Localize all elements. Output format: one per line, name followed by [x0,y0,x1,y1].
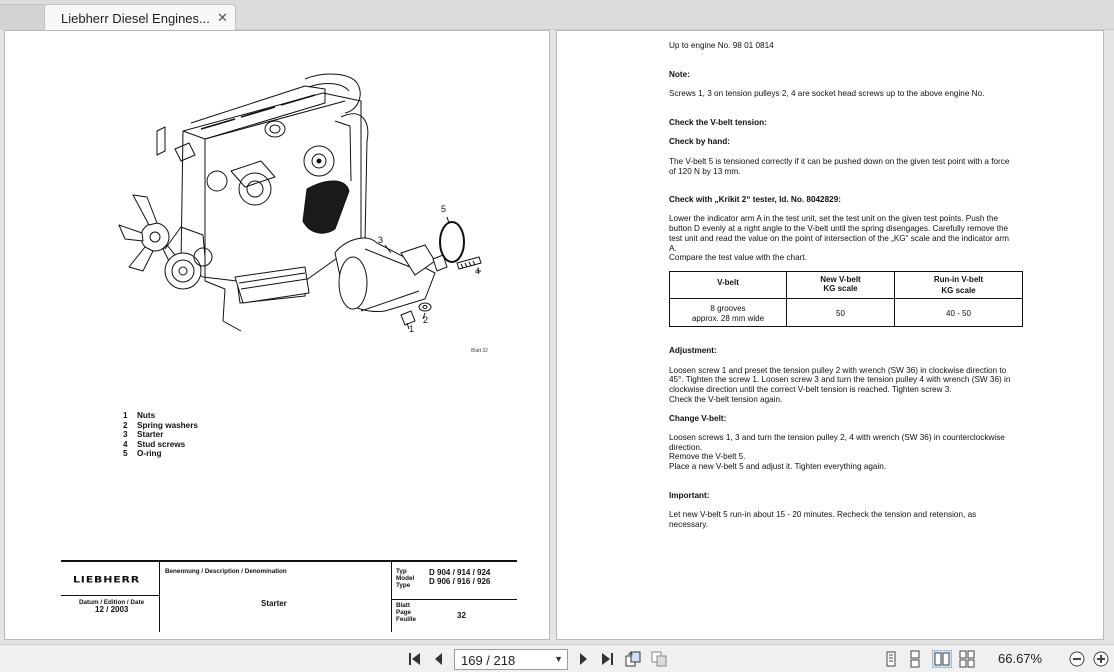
important-heading: Important: [669,491,710,500]
adjustment-heading: Adjustment: [669,346,717,355]
change-line-3: Remove the V-belt 5. [669,452,746,461]
hand-line-1: The V-belt 5 is tensioned correctly if i… [669,157,1010,166]
navigation-toolbar: 169 / 218 ▼ 66.67% [0,644,1114,672]
adjustment-line-3: clockwise direction until the correct V-… [669,385,952,394]
two-page-view-icon[interactable] [932,650,952,668]
check-tension-heading: Check the V-belt tension: [669,118,767,127]
page-right: Up to engine No. 98 01 0814 Note: Screws… [556,30,1104,640]
liebherr-logo: LIEBHERR [73,574,141,585]
callout-3: 3 [378,235,383,245]
change-line-4: Place a new V-belt 5 and adjust it. Tigh… [669,462,887,471]
table-header-new-a: New V-belt [820,275,861,284]
callout-1: 1 [409,324,414,334]
zoom-in-icon[interactable] [1092,650,1110,668]
adjustment-line-1: Loosen screw 1 and preset the tension pu… [669,366,1007,375]
continuous-view-icon[interactable] [906,650,924,668]
vbelt-table: V-belt New V-belt KG scale Run-in V-belt… [669,271,1023,327]
previous-page-icon[interactable] [430,650,448,668]
type-value-2: D 906 / 916 / 926 [429,577,491,586]
page-label-1: Blatt [396,602,410,609]
document-tab[interactable]: Liebherr Diesel Engines... ✕ [44,4,236,31]
type-label-1: Typ [396,568,407,575]
krikit-line-1: Lower the indicator arm A in the test un… [669,214,999,223]
krikit-line-3: test unit and read the value on the poin… [669,234,1009,243]
zoom-out-icon[interactable] [1068,650,1086,668]
table-cell-runin: 40 - 50 [946,309,971,318]
callout-5: 5 [441,204,446,214]
table-header-runin-a: Run-in V-belt [933,275,984,284]
page-label-2: Page [396,609,412,616]
change-line-1: Loosen screws 1, 3 and turn the tension … [669,433,1005,442]
last-page-icon[interactable] [598,650,616,668]
description-value: Starter [261,599,287,608]
tab-scroll-stub [0,4,48,30]
type-value-1: D 904 / 914 / 924 [429,568,491,577]
krikit-line-2: button D evenly at a right angle to the … [669,224,1009,233]
description-header: Benennung / Description / Denomination [165,568,287,575]
table-header-new-b: KG scale [823,284,858,293]
date-value: 12 / 2003 [95,605,129,614]
tab-bar: Liebherr Diesel Engines... ✕ [0,0,1114,31]
important-line-2: necessary. [669,520,708,529]
document-tab-title[interactable]: Liebherr Diesel Engines... [61,11,210,26]
engine-starter-diagram: 3 5 4 2 1 Blatt 32 [118,73,488,354]
note-heading: Note: [669,70,690,79]
table-cell-width: approx. 28 mm wide [691,314,765,323]
single-page-view-icon[interactable] [882,650,900,668]
adjustment-line-4: Check the V-belt tension again. [669,395,783,404]
krikit-line-5: Compare the test value with the chart. [669,253,807,262]
page-indicator[interactable]: 169 / 218 [461,653,516,668]
title-block: LIEBHERR Benennung / Description / Denom… [61,560,517,634]
chevron-down-icon[interactable]: ▼ [554,654,563,664]
date-header: Datum / Edition / Date [79,599,145,606]
previous-view-icon[interactable] [624,650,642,668]
type-label-2: Model [396,575,415,582]
callout-2: 2 [423,315,428,325]
page-label-3: Feuille [396,616,416,623]
krikit-line-4: A. [669,244,677,253]
callout-4: 4 [475,266,480,276]
sheet-reference: Blatt 32 [471,348,488,354]
table-header-vbelt: V-belt [717,278,739,287]
adjustment-line-2: 45°. Tighten the screw 1. Loosen screw 3… [669,375,1011,384]
table-cell-new: 50 [836,309,845,318]
change-vbelt-heading: Change V-belt: [669,414,727,423]
close-icon[interactable]: ✕ [217,10,228,25]
change-line-2: direction. [669,443,703,452]
next-page-icon[interactable] [574,650,592,668]
note-text: Screws 1, 3 on tension pulleys 2, 4 are … [669,89,985,98]
table-cell-grooves: 8 grooves [710,304,746,313]
important-line-1: Let new V-belt 5 run-in about 15 - 20 mi… [669,510,977,519]
page-number-field[interactable]: 169 / 218 ▼ [454,649,568,670]
page-value: 32 [457,611,466,620]
krikit-heading: Check with „Krikit 2“ tester, Id. No. 80… [669,195,842,204]
zoom-level[interactable]: 66.67% [998,651,1043,666]
first-page-icon[interactable] [406,650,424,668]
next-view-icon[interactable] [650,650,668,668]
type-label-3: Type [396,582,411,589]
check-by-hand-heading: Check by hand: [669,137,730,146]
table-header-runin-b: KG scale [941,286,976,295]
two-page-continuous-icon[interactable] [958,650,976,668]
hand-line-2: of 120 N by 13 mm. [669,167,741,176]
engine-number: Up to engine No. 98 01 0814 [669,41,774,50]
